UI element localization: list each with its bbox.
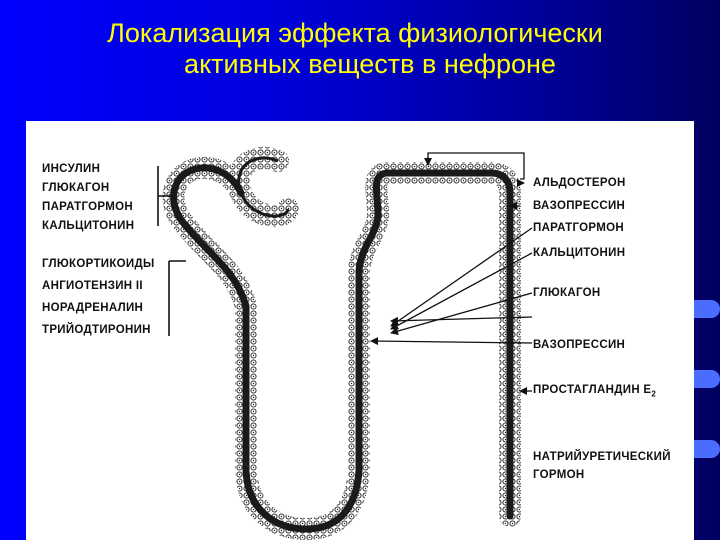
label-aldosteron: АЛЬДОСТЕРОН — [533, 177, 626, 189]
label-kalcitonin: КАЛЬЦИТОНИН — [42, 220, 135, 232]
label-paratgormon: ПАРАТГОРМОН — [42, 201, 133, 213]
right-arrows — [370, 152, 533, 395]
label-natriuretic-1: НАТРИЙУРЕТИЧЕСКИЙ — [533, 451, 671, 463]
bullet-shape — [694, 300, 720, 318]
label-noradrenalin: НОРАДРЕНАЛИН — [42, 302, 144, 314]
title-line-2: активных веществ в нефроне — [184, 49, 556, 79]
bullet-shape — [694, 440, 720, 458]
left-bracket-lines — [157, 166, 186, 336]
decorative-edge-bullets — [694, 300, 720, 540]
label-vazopressin-1: ВАЗОПРЕССИН — [533, 200, 626, 212]
label-angiotenzin: АНГИОТЕНЗИН II — [42, 280, 143, 292]
nephron-diagram — [157, 146, 533, 540]
label-glukokortikoidy: ГЛЮКОРТИКОИДЫ — [42, 258, 155, 270]
slide-title: Локализация эффекта физиологически актив… — [0, 18, 720, 80]
label-glukagon-right: ГЛЮКАГОН — [533, 287, 601, 299]
bullet-shape — [694, 370, 720, 388]
nephron-diagram-panel: ИНСУЛИН ГЛЮКАГОН ПАРАТГОРМОН КАЛЬЦИТОНИН… — [26, 121, 694, 540]
label-prostaglandin: ПРОСТАГЛАНДИН Е2 — [533, 384, 657, 399]
label-kalcitonin-right: КАЛЬЦИТОНИН — [533, 247, 626, 259]
label-vazopressin-2: ВАЗОПРЕССИН — [533, 339, 626, 351]
nephron-tubule — [162, 146, 521, 540]
label-insulin: ИНСУЛИН — [42, 163, 101, 175]
label-paratgormon-right: ПАРАТГОРМОН — [533, 222, 624, 234]
label-natriuretic-2: ГОРМОН — [533, 469, 585, 481]
label-triyodtironin: ТРИЙОДТИРОНИН — [42, 324, 151, 336]
label-glukagon: ГЛЮКАГОН — [42, 182, 110, 194]
title-line-1: Локализация эффекта физиологически — [107, 18, 603, 48]
